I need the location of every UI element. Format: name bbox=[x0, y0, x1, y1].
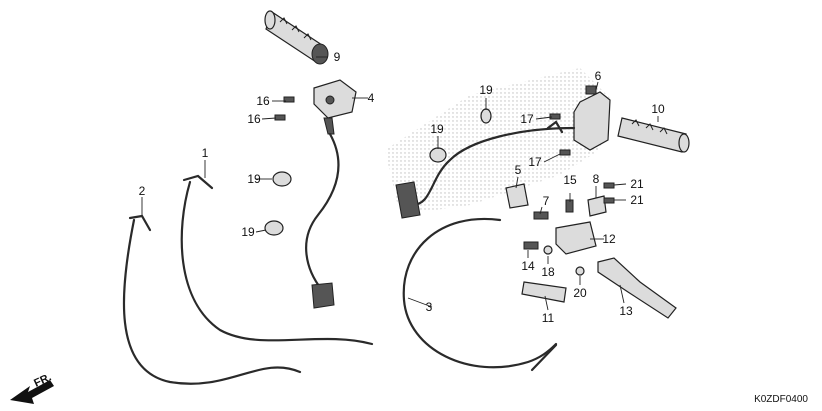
callout-19b: 19 bbox=[241, 225, 255, 239]
callout-12: 12 bbox=[602, 232, 616, 246]
bolt-7 bbox=[533, 211, 549, 220]
throttle-cable-2-end bbox=[128, 214, 152, 232]
screw-16b bbox=[274, 114, 286, 121]
callout-10: 10 bbox=[651, 102, 665, 116]
lever-cover bbox=[521, 281, 567, 303]
cable-clamp-2 bbox=[264, 220, 284, 236]
callout-16b: 16 bbox=[247, 112, 261, 126]
front-direction-arrow bbox=[10, 380, 54, 404]
left-grip bbox=[617, 117, 690, 153]
left-switch-connector bbox=[395, 181, 421, 219]
callout-20: 20 bbox=[573, 286, 587, 300]
callout-14: 14 bbox=[521, 259, 535, 273]
washer-18 bbox=[543, 245, 553, 255]
throttle-cable-1 bbox=[180, 180, 374, 346]
lever-bracket bbox=[555, 221, 597, 255]
right-switch-harness bbox=[305, 132, 340, 292]
left-switch-harness bbox=[410, 126, 576, 207]
throttle-grip bbox=[264, 10, 329, 65]
callout-19a: 19 bbox=[247, 172, 261, 186]
screw-17a bbox=[549, 113, 561, 120]
callout-3: 3 bbox=[426, 300, 433, 314]
right-switch-housing bbox=[313, 79, 357, 135]
cable-clamp-3 bbox=[480, 108, 492, 124]
right-switch-connector bbox=[311, 282, 335, 309]
callout-21b: 21 bbox=[630, 193, 644, 207]
callout-2: 2 bbox=[139, 184, 146, 198]
callout-18: 18 bbox=[541, 265, 555, 279]
cable-clamp-1 bbox=[272, 171, 292, 187]
screw-16a bbox=[283, 96, 295, 103]
bolt-15 bbox=[565, 199, 574, 213]
screw-21b bbox=[603, 197, 615, 204]
throttle-cable-2 bbox=[122, 218, 302, 385]
callout-19d: 19 bbox=[430, 122, 444, 136]
callout-11: 11 bbox=[542, 311, 555, 325]
nut-20 bbox=[575, 266, 585, 276]
bolt-14 bbox=[523, 241, 539, 250]
screw-17b bbox=[559, 149, 571, 156]
callout-9: 9 bbox=[334, 50, 341, 64]
screw-21a bbox=[603, 182, 615, 189]
callout-1: 1 bbox=[202, 146, 209, 160]
callout-17b: 17 bbox=[528, 155, 542, 169]
diagram-code: K0ZDF0400 bbox=[754, 394, 808, 405]
callout-4: 4 bbox=[368, 91, 375, 105]
throttle-cable-1-end bbox=[182, 174, 214, 190]
harness-clip bbox=[546, 120, 564, 134]
callout-17a: 17 bbox=[520, 112, 534, 126]
watermark-logo bbox=[385, 68, 610, 215]
clutch-switch bbox=[505, 183, 529, 209]
callout-15: 15 bbox=[563, 173, 577, 187]
holder-8 bbox=[587, 195, 607, 217]
callout-21a: 21 bbox=[630, 177, 644, 191]
callout-13: 13 bbox=[619, 304, 633, 318]
callout-19c: 19 bbox=[479, 83, 493, 97]
clutch-lever bbox=[597, 257, 677, 319]
clutch-cable bbox=[402, 217, 558, 369]
callout-8: 8 bbox=[593, 172, 600, 186]
callout-16a: 16 bbox=[256, 94, 270, 108]
callout-5: 5 bbox=[515, 163, 522, 177]
callout-6: 6 bbox=[595, 69, 602, 83]
callout-7: 7 bbox=[543, 194, 550, 208]
clutch-cable-end bbox=[530, 343, 558, 372]
cable-clamp-4 bbox=[429, 147, 447, 163]
leader-lines bbox=[141, 56, 659, 311]
left-switch-housing bbox=[573, 85, 611, 151]
